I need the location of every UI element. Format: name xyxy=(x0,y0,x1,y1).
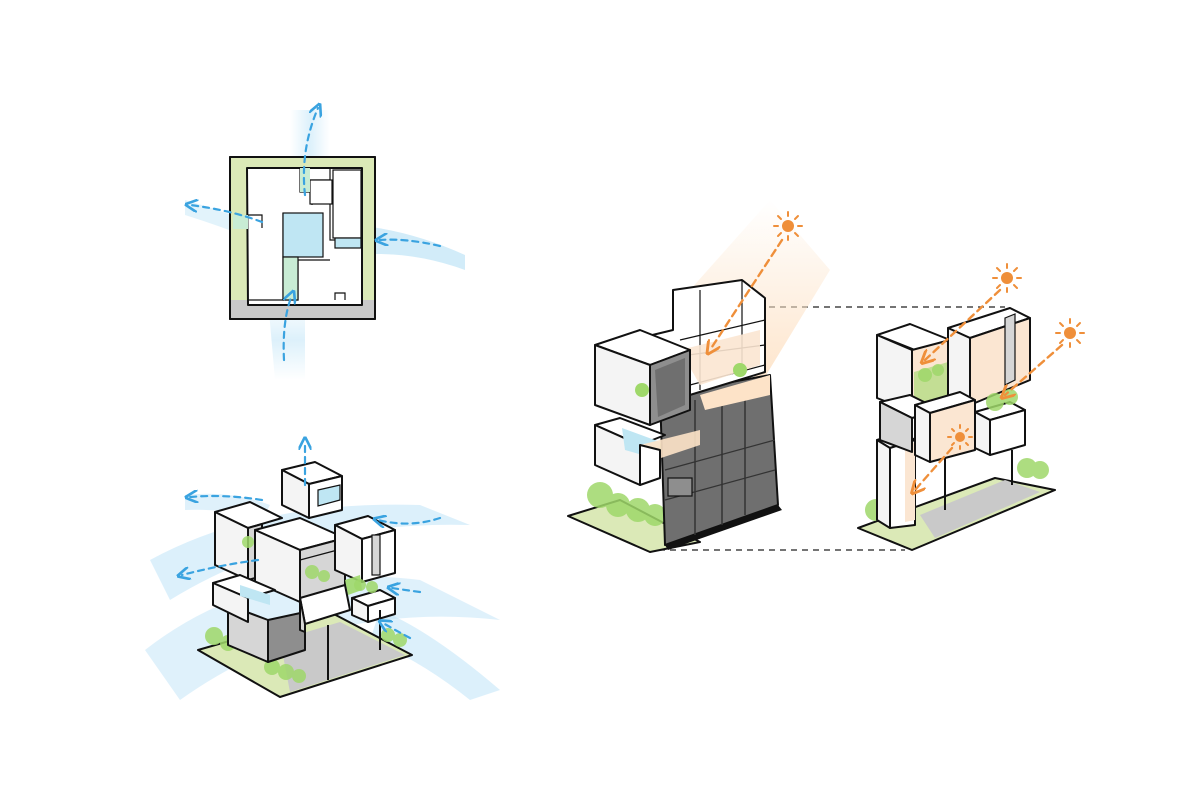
wind-arrow-west xyxy=(190,205,264,224)
wind-arrow-east xyxy=(380,240,442,248)
sun-icon xyxy=(947,424,973,450)
wind-arrow-north xyxy=(302,108,318,197)
axo-ground-paving xyxy=(280,622,405,692)
tree-icon xyxy=(587,442,673,526)
ventilation-floor-plan xyxy=(185,108,465,380)
sun-icon xyxy=(1055,318,1085,348)
plan-room-north xyxy=(309,179,333,205)
wind-arrow-left-top xyxy=(190,496,264,500)
wind-haze-band-3 xyxy=(370,610,500,700)
wind-arrow-right-low xyxy=(383,623,412,640)
projection-guide-lines xyxy=(648,306,1005,551)
sun-ray-4 xyxy=(915,446,954,490)
plan-green-stair xyxy=(282,256,299,301)
sun-icon xyxy=(773,211,803,241)
ventilation-axonometric xyxy=(145,442,500,700)
sunlight-section-axonometric xyxy=(567,200,830,553)
sun-ray-1 xyxy=(710,238,784,350)
wind-arrow-south xyxy=(282,295,292,362)
sun-icon xyxy=(992,263,1022,293)
sun-ray-3 xyxy=(1005,343,1064,395)
plan-room-east xyxy=(332,169,362,239)
wind-arrow-left-mid xyxy=(182,558,260,575)
sunlight-exploded-axonometric xyxy=(857,263,1085,551)
wind-arrow-right-top xyxy=(378,518,442,524)
wind-arrow-right-mid xyxy=(392,588,422,592)
sun-ray-2 xyxy=(925,288,1002,360)
sun-haze-beam xyxy=(690,200,830,385)
plan-green-void xyxy=(282,212,324,258)
